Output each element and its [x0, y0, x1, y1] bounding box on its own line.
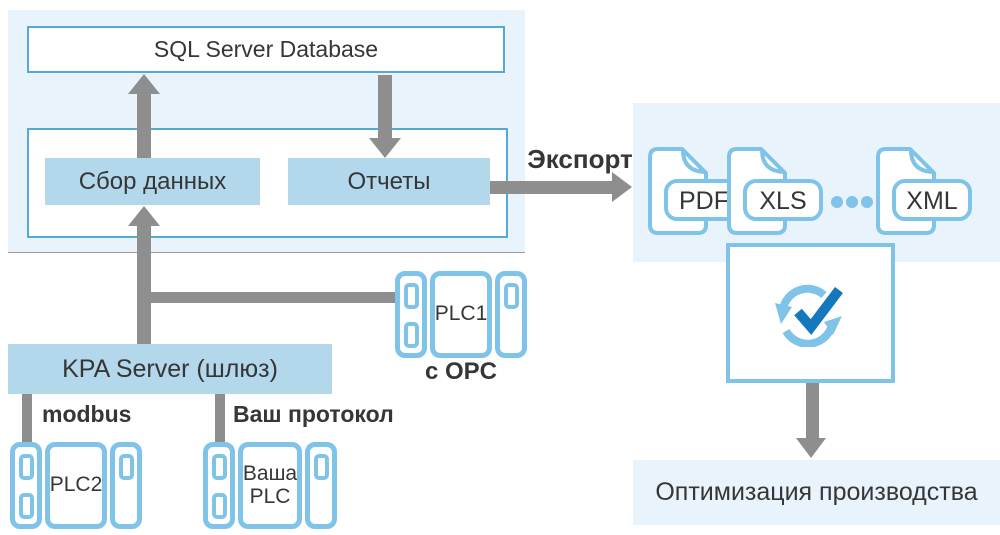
arrow-export-head	[612, 172, 632, 202]
xml-label: XML	[906, 187, 958, 215]
plc2-icon: PLC2	[10, 442, 142, 529]
arrow-sql-to-reports-shaft	[378, 75, 392, 138]
result-label: Оптимизация производства	[655, 478, 978, 506]
plc1-label: PLC1	[430, 271, 492, 358]
line-kpa-to-plc2	[22, 394, 32, 443]
line-branch-to-plc1	[144, 292, 395, 303]
data-collection-box: Сбор данных	[45, 158, 260, 205]
arrow-sql-to-reports-head	[369, 138, 401, 158]
arrow-gateway-to-collect-head	[128, 206, 160, 226]
line-kpa-to-custom-plc	[215, 394, 225, 443]
plc2-label: PLC2	[45, 442, 107, 529]
plc1-right-module	[495, 271, 527, 358]
reports-box: Отчеты	[288, 158, 490, 205]
plc2-left-module	[10, 442, 42, 529]
custom-plc-label: Ваша PLC	[238, 442, 302, 529]
custom-plc-right-module	[305, 442, 337, 529]
plc1-left-module	[395, 271, 427, 358]
sql-server-database-label: SQL Server Database	[153, 36, 379, 62]
xls-label: XLS	[759, 187, 806, 215]
xml-file-icon: XML	[876, 147, 972, 235]
arrow-gateway-to-collect-shaft	[137, 226, 151, 344]
arrow-export-shaft	[490, 181, 612, 194]
custom-plc-left-module	[203, 442, 235, 529]
arrow-sync-to-result-head	[796, 438, 826, 458]
custom-plc-icon: Ваша PLC	[203, 442, 337, 529]
xls-file-icon: XLS	[727, 147, 823, 235]
opc-label: с OPC	[424, 358, 498, 385]
kpa-server-label: KPA Server (шлюз)	[62, 354, 278, 383]
plc2-right-module	[110, 442, 142, 529]
sync-box	[726, 243, 895, 383]
ellipsis-dots-icon	[831, 196, 873, 208]
arrow-sync-to-result-shaft	[806, 383, 819, 439]
export-label: Экспорт	[527, 144, 633, 174]
modbus-label: modbus	[42, 401, 132, 427]
result-panel: Оптимизация производства	[633, 460, 1000, 525]
plc1-icon: PLC1	[395, 271, 527, 358]
pdf-label: PDF	[679, 187, 729, 215]
kpa-server-box: KPA Server (шлюз)	[8, 344, 332, 394]
arrow-collect-to-sql-head	[128, 74, 160, 94]
arrow-collect-to-sql-shaft	[137, 94, 151, 158]
reports-label: Отчеты	[347, 167, 431, 195]
data-collection-label: Сбор данных	[78, 167, 227, 195]
custom-protocol-label: Ваш протокол	[233, 401, 394, 427]
sql-server-database-box: SQL Server Database	[27, 26, 505, 73]
sync-check-icon	[774, 284, 843, 347]
